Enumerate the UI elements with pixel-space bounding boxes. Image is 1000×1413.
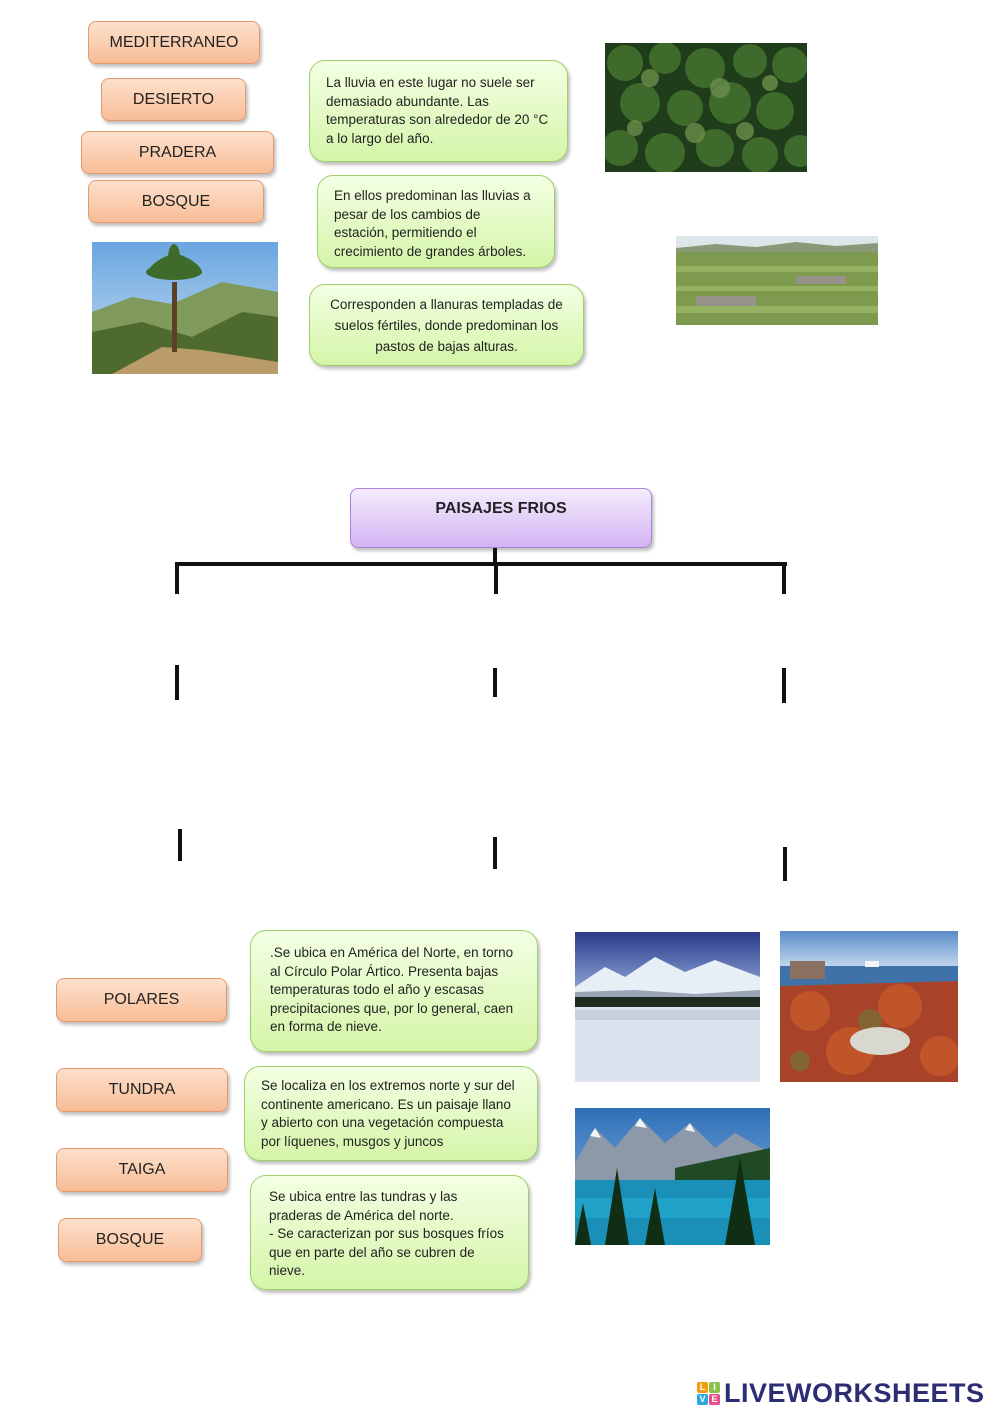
description-box: .Se ubica en América del Norte, en torno… (250, 930, 538, 1052)
logo-letter: I (709, 1381, 720, 1393)
label-mediterraneo[interactable]: MEDITERRANEO (88, 21, 260, 64)
label-taiga[interactable]: TAIGA (56, 1148, 228, 1192)
label-bosque-frio[interactable]: BOSQUE (58, 1218, 202, 1262)
connector-line (175, 562, 787, 566)
label-bosque[interactable]: BOSQUE (88, 180, 264, 223)
taiga-lake-photo (575, 1108, 770, 1245)
label-polares[interactable]: POLARES (56, 978, 227, 1022)
liveworksheets-logo[interactable]: L I V E LIVEWORKSHEETS (697, 1376, 985, 1410)
description-box: Se localiza en los extremos norte y sur … (244, 1066, 538, 1161)
grassland-photo (676, 236, 878, 325)
connector-line (494, 562, 498, 594)
connector-line (175, 665, 179, 700)
connector-line (493, 548, 497, 566)
logo-letter: E (709, 1393, 720, 1405)
connector-line (783, 847, 787, 881)
connector-line (782, 668, 786, 703)
description-box: En ellos predominan las lluvias a pesar … (317, 175, 555, 268)
connector-line (782, 562, 786, 594)
description-box: La lluvia en este lugar no suele ser dem… (309, 60, 568, 162)
concept-map-title: PAISAJES FRIOS (350, 488, 652, 548)
mediterranean-palm-photo (92, 242, 278, 374)
connector-line (493, 837, 497, 869)
label-desierto[interactable]: DESIERTO (101, 78, 246, 121)
liveworksheets-logo-icon: L I V E (697, 1381, 720, 1405)
logo-text: LIVEWORKSHEETS (724, 1377, 985, 1408)
connector-line (175, 562, 179, 594)
connector-line (178, 829, 182, 861)
label-tundra[interactable]: TUNDRA (56, 1068, 228, 1112)
description-box: Corresponden a llanuras templadas de sue… (309, 284, 584, 366)
logo-letter: V (697, 1393, 708, 1405)
tundra-photo (780, 931, 958, 1082)
forest-canopy-photo (605, 43, 807, 172)
snowy-mountain-photo (575, 932, 760, 1082)
description-box: Se ubica entre las tundras y las pradera… (250, 1175, 529, 1290)
connector-line (493, 668, 497, 697)
label-pradera[interactable]: PRADERA (81, 131, 274, 174)
logo-letter: L (697, 1381, 708, 1393)
